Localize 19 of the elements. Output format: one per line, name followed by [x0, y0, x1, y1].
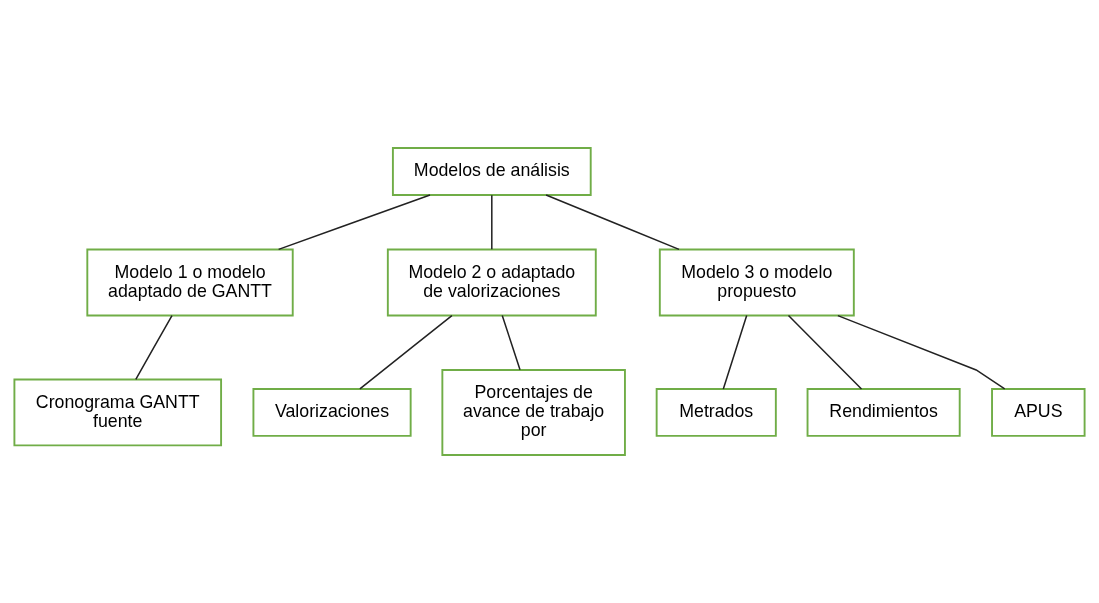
node-box: APUS — [991, 388, 1086, 437]
connector — [135, 314, 173, 381]
node-box: Rendimientos — [806, 388, 961, 437]
node-box: Valorizaciones — [252, 388, 412, 437]
node-box: Modelos de análisis — [391, 147, 592, 196]
node-box: Cronograma GANTT fuente — [13, 378, 223, 447]
node-box: Modelo 3 o modelo propuesto — [658, 248, 855, 317]
node-box: Metrados — [655, 388, 777, 437]
connector — [837, 314, 1006, 390]
connector — [501, 314, 521, 371]
connector — [491, 194, 493, 251]
connector — [277, 194, 431, 251]
node-box: Modelo 1 o modelo adaptado de GANTT — [86, 248, 294, 317]
connector — [359, 314, 453, 390]
connector — [787, 314, 863, 390]
node-box: Modelo 2 o adaptado de valorizaciones — [386, 248, 597, 317]
node-box: Porcentajes de avance de trabajo por — [441, 369, 626, 456]
connector — [545, 194, 680, 251]
connector — [722, 314, 748, 390]
